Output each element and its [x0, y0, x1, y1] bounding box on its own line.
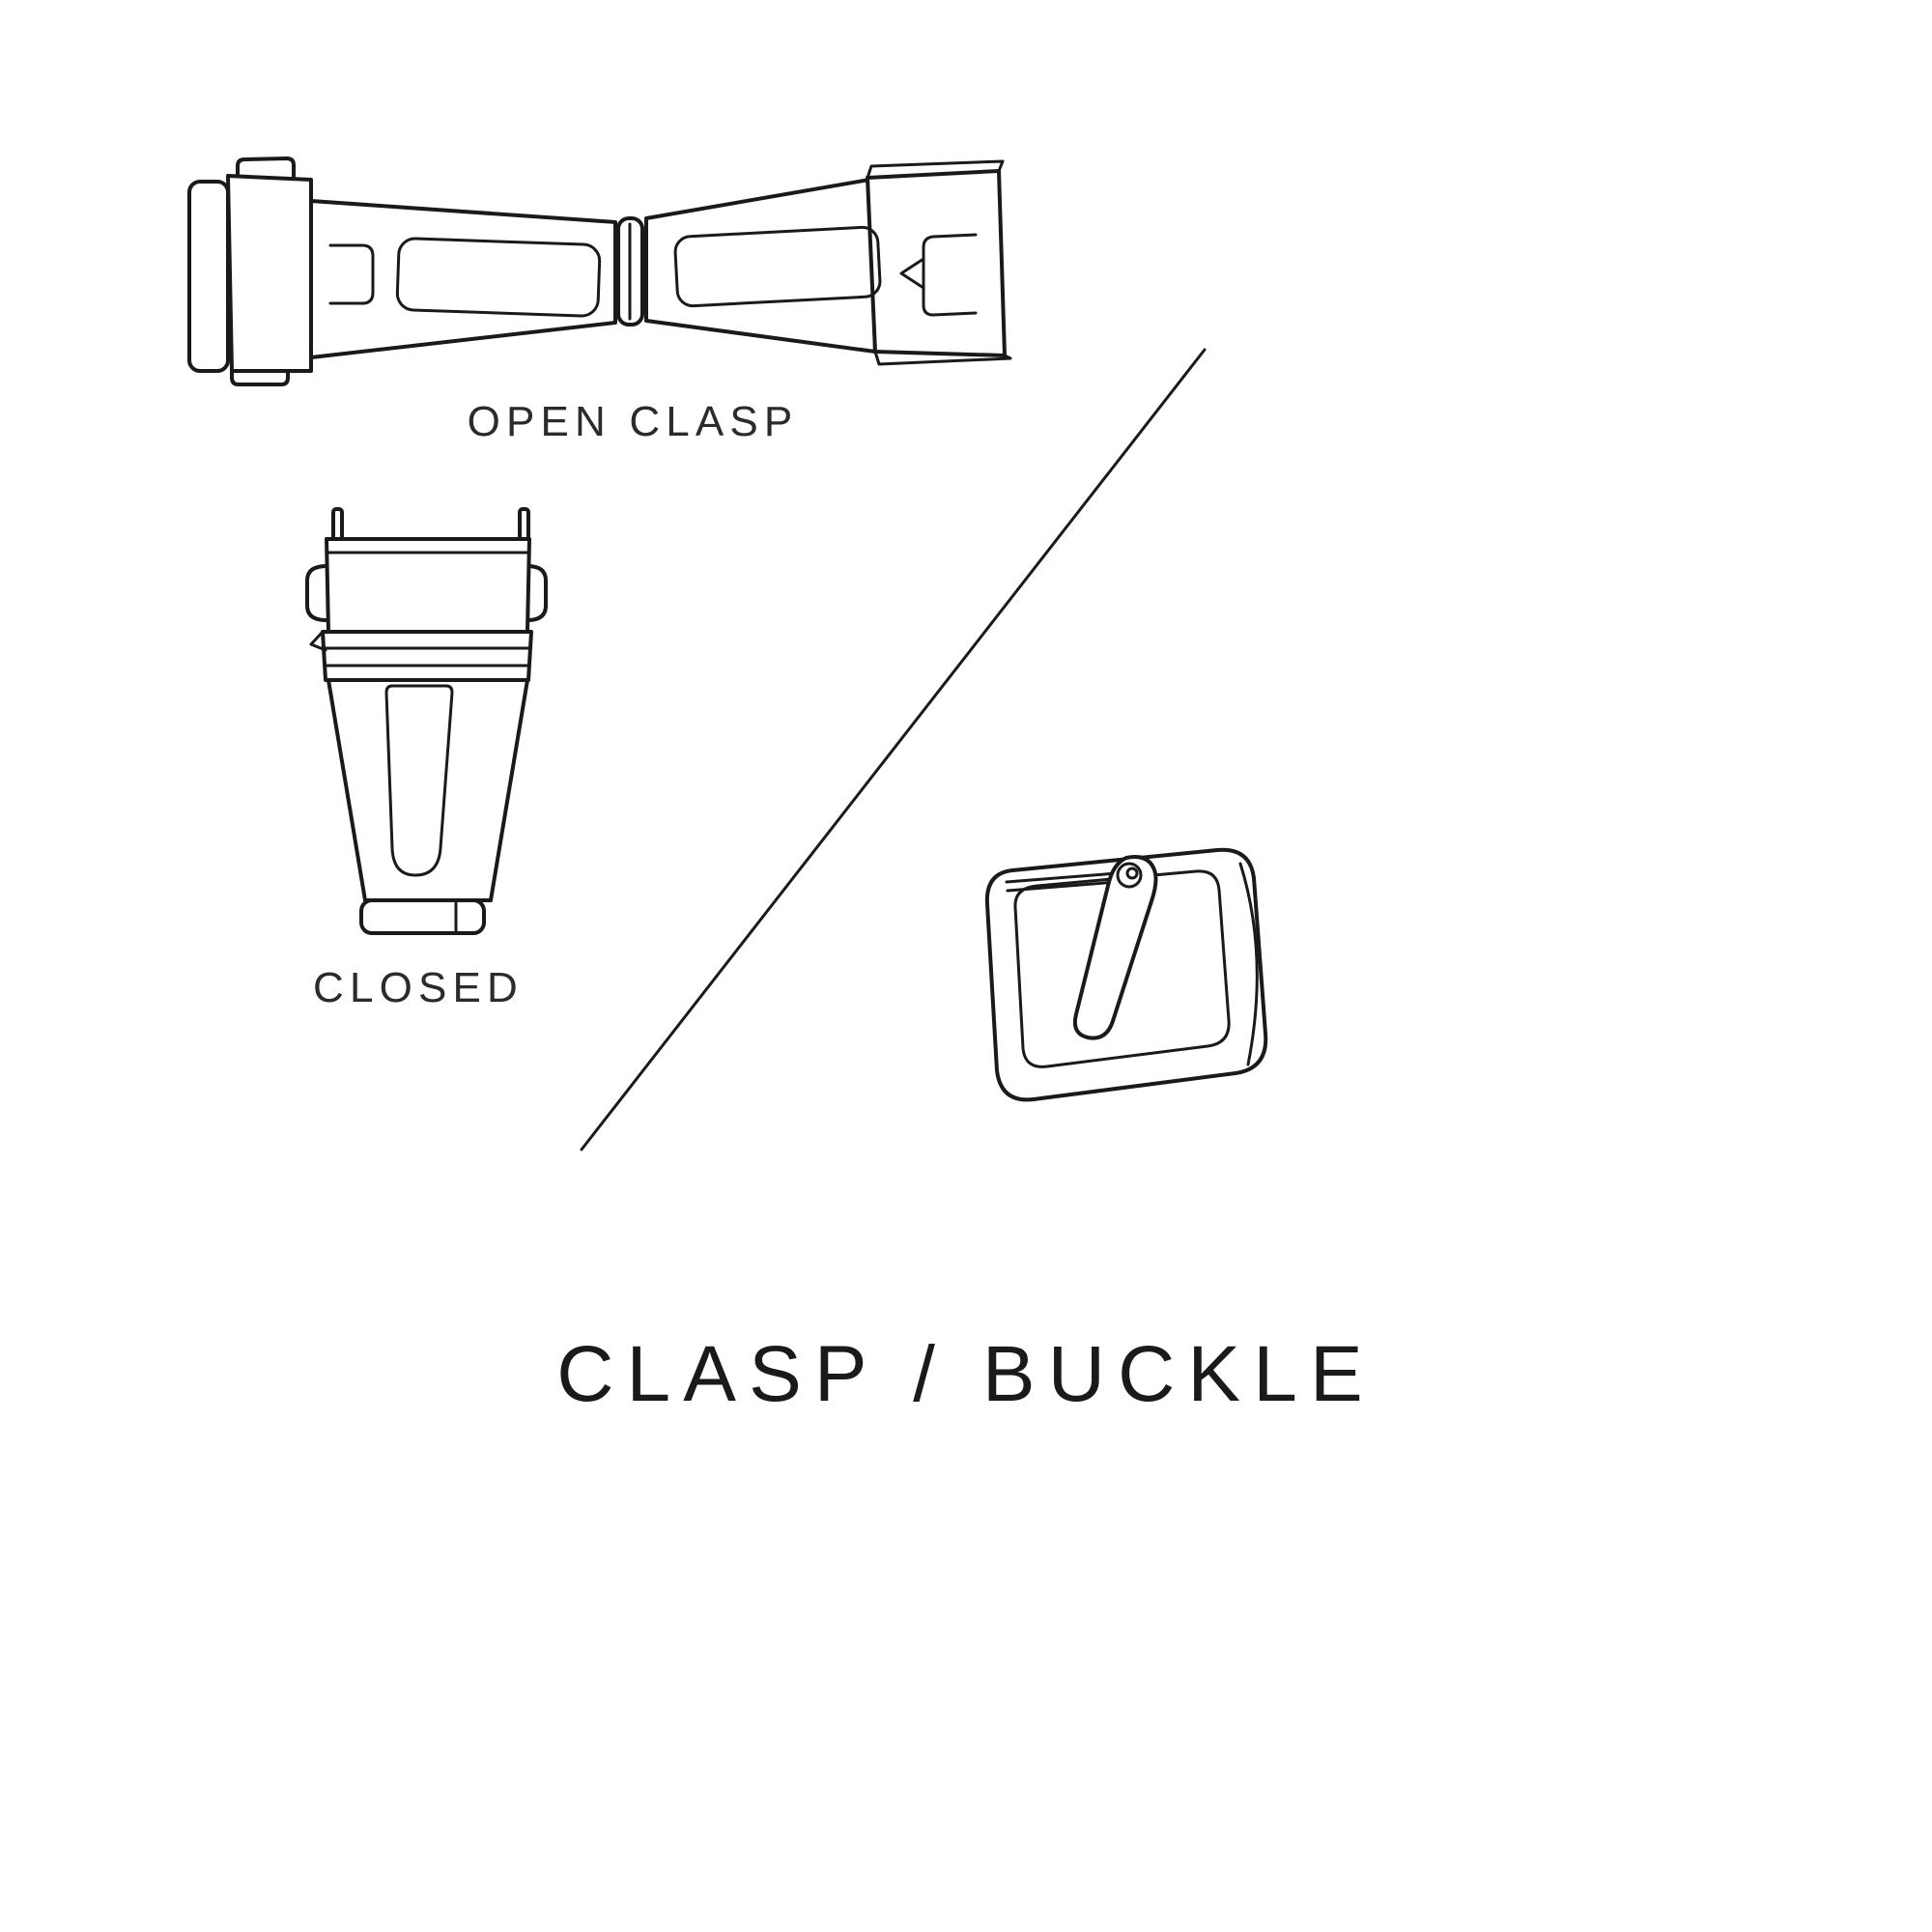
diagonal-divider-line	[580, 348, 1207, 1151]
open-clasp-illustration	[187, 156, 1012, 386]
illustration-root	[187, 156, 1268, 1151]
page-title: CLASP / BUCKLE	[556, 1330, 1376, 1418]
tang-buckle-illustration	[984, 847, 1268, 1102]
closed-clasp-illustration	[305, 507, 548, 935]
closed-clasp-label: CLOSED	[313, 964, 524, 1011]
open-clasp-label: OPEN CLASP	[467, 398, 799, 445]
